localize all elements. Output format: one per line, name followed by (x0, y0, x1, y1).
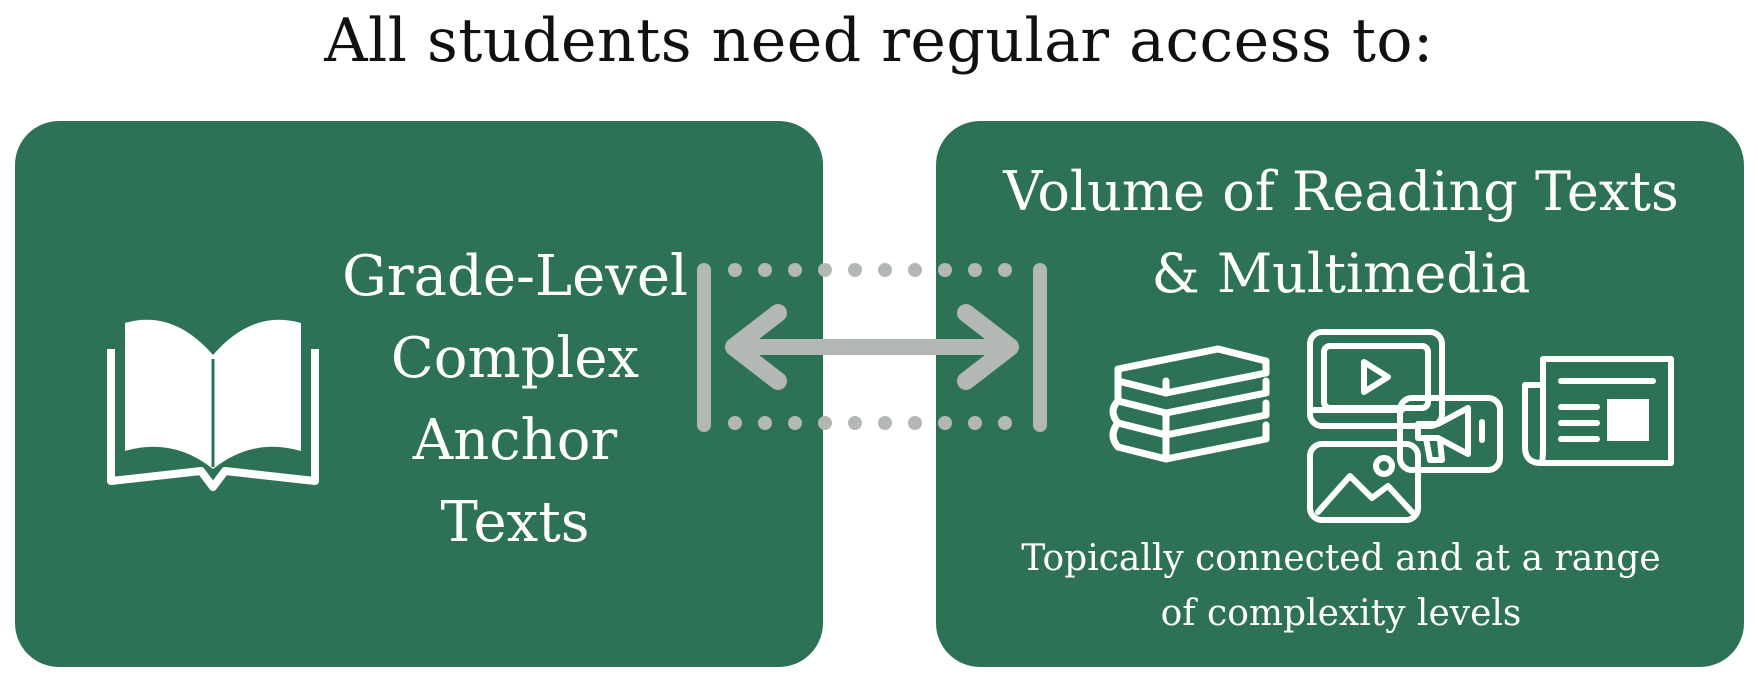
newspaper-icon (1522, 356, 1674, 466)
anchor-line: Anchor (412, 408, 618, 473)
anchor-line: Texts (440, 490, 590, 555)
anchor-line: Complex (390, 326, 640, 391)
arrow-head-right (957, 304, 1019, 390)
arrow-head-left (725, 304, 787, 390)
anchor-texts-label: Grade-Level Complex Anchor Texts (315, 236, 715, 564)
anchor-line: Grade-Level (342, 244, 688, 309)
volume-title-line: & Multimedia (1151, 242, 1531, 305)
open-book-icon (107, 319, 319, 491)
double-arrow-icon (697, 263, 1047, 432)
caption: Topically connected and at a range of co… (996, 531, 1686, 641)
caption-line: of complexity levels (1160, 593, 1522, 634)
volume-title: Volume of Reading Texts & Multimedia (976, 151, 1706, 315)
volume-reading-panel: Volume of Reading Texts & Multimedia (936, 121, 1744, 667)
multimedia-icon (1307, 329, 1503, 523)
caption-line: Topically connected and at a range (1021, 538, 1661, 579)
books-stack-icon (1109, 345, 1270, 463)
page-title: All students need regular access to: (324, 6, 1434, 76)
volume-title-line: Volume of Reading Texts (1003, 160, 1679, 223)
anchor-texts-panel: Grade-Level Complex Anchor Texts (15, 121, 823, 667)
